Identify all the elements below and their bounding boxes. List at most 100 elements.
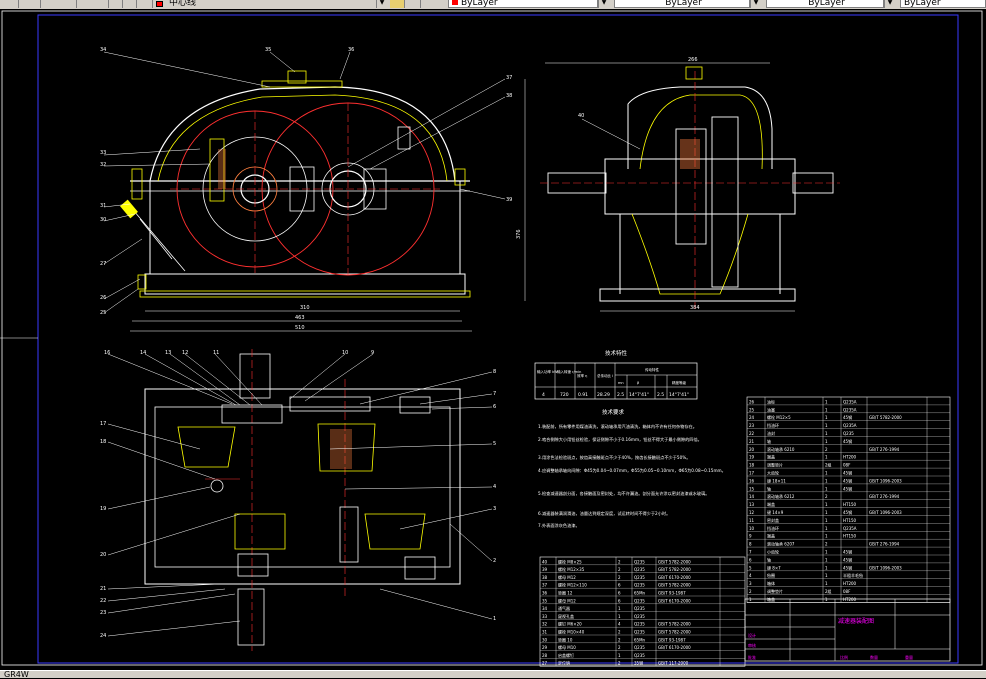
table-cell: 45钢 [843,556,852,562]
table-cell: 08F [843,589,851,594]
top-gear-2 [317,423,376,472]
table-cell: GB/T 5782-2000 [658,583,691,588]
table-cell: 45钢 [843,485,852,491]
table-cell: 螺栓 M12×5 [767,414,791,420]
layer-freeze-icon[interactable] [110,0,123,8]
technical-requirements: 技术要求 1.装配前，所有零件用煤油清洗，滚动轴承用汽油清洗，箱体内不许有任何杂… [538,408,726,529]
print-button[interactable] [20,0,41,8]
drawing-canvas[interactable]: 310 463 510 34 33 32 31 30 27 26 25 35 3… [0,9,986,670]
table-cell: 22 [749,431,755,436]
layer-manager-icon[interactable] [62,0,77,8]
table-cell: 挡油环 [767,525,779,531]
front-base-flange [139,290,471,298]
lineweight-control[interactable]: ByLayer [766,0,884,8]
layer-dropdown[interactable]: 中心线 [166,0,376,8]
table-cell: Q235 [634,567,645,572]
table-cell: 轴 [767,438,771,444]
table-cell: 调整垫片 [767,462,783,468]
table-cell: Q235 [634,653,645,658]
table-cell: 箱体 [767,580,775,586]
table-cell: 轴 [767,556,771,562]
layer-color-swatch [156,1,163,7]
table-cell: 1 [825,502,828,507]
table-cell: Q235A [843,526,857,531]
side-breather [685,66,703,80]
front-base [144,273,466,295]
layer-dropdown-arrow-icon[interactable]: ▼ [376,0,387,8]
table-cell: 30 [542,637,548,642]
side-view: 266 384 376 40 [516,57,840,312]
table-cell: 键 14×9 [767,509,784,515]
layer-state-icon[interactable] [96,0,109,8]
table-cell: 25 [749,407,755,412]
plotstyle-control[interactable]: ByLayer [900,0,986,8]
layer-lock-icon[interactable] [124,0,137,8]
plotstyle-control-text: ByLayer [904,0,941,8]
color-control[interactable]: ByLayer [448,0,598,8]
table-cell: 窥视孔盖 [558,613,574,619]
color-swatch-icon [452,0,458,5]
color-dropdown-arrow-icon[interactable]: ▼ [598,0,609,8]
title-block-title: 减速器装配图 [838,617,874,625]
balloon-1: 1 [493,616,496,622]
tech-req-line-5: 5.检查减速器剖分面，各接触面及密封处，均不许漏油。剖分面允许涂以密封油漆或水玻… [538,490,710,497]
table-cell: 调整垫片 [767,588,783,594]
layer-name-text: 中心线 [169,0,197,8]
table-cell: 18 [749,463,755,468]
tech-h-ratio: 总传动比 i [597,373,613,378]
balloon-17: 17 [100,421,106,427]
table-cell: 密封盖 [767,517,779,523]
table-cell: GB/T 5782-2000 [658,630,691,635]
table-cell: 螺母 M12 [558,597,576,603]
tech-h-precision: 精度等级 [672,380,686,385]
table-cell: 螺栓 M8×25 [558,558,582,564]
table-cell: 毡圈 [767,572,775,578]
balloon-11: 11 [213,350,219,356]
table-cell: 45钢 [843,564,852,570]
table-cell: 1 [825,573,828,578]
balloon-20: 20 [100,552,106,558]
make-current-layer-icon[interactable] [390,0,405,8]
status-text: GR4W [4,670,29,679]
table-cell: 45钢 [843,470,852,476]
layer-previous-icon[interactable] [406,0,421,8]
save-button[interactable] [0,0,19,8]
tb-label-design: 设计 [748,632,756,638]
table-cell: 1 [825,455,828,460]
table-cell: 键 18×11 [767,477,786,483]
tb-label-review: 审核 [748,642,756,648]
table-cell: 29 [542,645,548,650]
tech-v-eff: 0.91 [578,392,588,398]
linetype-dropdown-arrow-icon[interactable]: ▼ [750,0,761,8]
table-cell: 1 [825,439,828,444]
table-cell: 滚动轴承 6207 [767,541,795,547]
table-cell: Q235A [843,423,857,428]
lineweight-dropdown-arrow-icon[interactable]: ▼ [884,0,895,8]
table-cell: 26 [749,399,755,404]
oil-dipstick [120,199,138,219]
table-cell: HT150 [843,518,857,523]
table-cell: 启盖螺钉 [558,652,574,658]
breather-vent [287,70,307,84]
table-cell: HT200 [843,597,857,602]
table-cell: 39 [542,567,548,572]
table-cell: 10 [749,526,755,531]
balloon-33: 33 [100,150,106,156]
table-cell: 1 [825,423,828,428]
tech-req-line-6: 6.减速器装满润滑油，油量达到规定深度，试运转时间不得少于2小时。 [538,510,670,517]
balloon-14: 14 [140,350,146,356]
layer-plot-icon[interactable] [140,0,153,8]
balloon-12: 12 [182,350,188,356]
linetype-control[interactable]: ByLayer [614,0,750,8]
balloon-10: 10 [342,350,348,356]
sheet-outer-border [1,10,983,666]
table-cell: 螺栓 M12×35 [558,566,585,572]
table-cell: 7 [749,550,752,555]
title-block: 减速器装配图 设计 审核 批准 比例 数量 重量 [744,598,951,662]
tech-req-line-7: 7.外表面涂灰色油漆。 [538,522,580,529]
sheet-inner-border [37,14,959,664]
table-cell: 1 [825,407,828,412]
table-cell: 23 [749,423,755,428]
tech-v-speed: 720 [560,392,569,398]
